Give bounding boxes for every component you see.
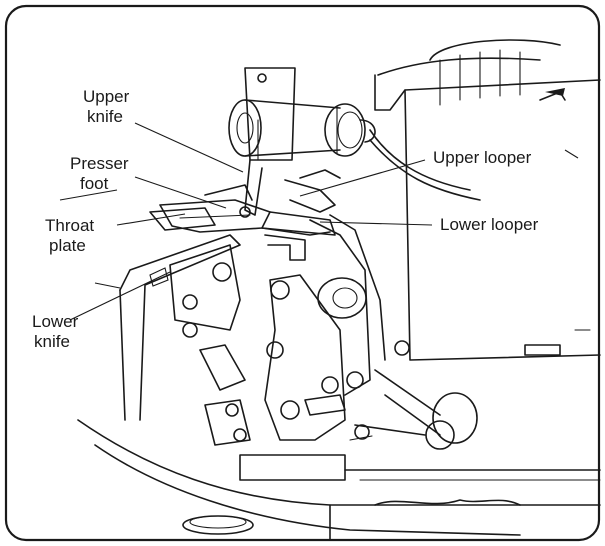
tick-upper-looper	[564, 149, 579, 159]
label-presser-foot-line2: foot	[80, 174, 109, 193]
label-upper-knife-line1: Upper	[83, 87, 130, 106]
machine-base	[77, 419, 601, 541]
label-upper-knife-line2: knife	[87, 107, 123, 126]
leader-lower-knife	[69, 271, 171, 321]
label-lower-knife: Lower knife	[32, 312, 78, 352]
label-throat-plate-line1: Throat	[45, 216, 95, 235]
looper-shaft-cylinder	[228, 99, 376, 157]
presser-foot-throat-plate	[149, 169, 341, 236]
label-lower-knife-line2: knife	[34, 332, 70, 351]
label-lower-knife-line1: Lower	[32, 312, 79, 331]
upper-knife-assembly	[244, 67, 296, 216]
diagram-frame	[4, 4, 601, 542]
leader-presser-foot	[134, 176, 227, 209]
leader-lines	[59, 122, 579, 321]
machine-body-right	[369, 39, 601, 361]
leader-throat-plate	[116, 213, 186, 226]
leader-lower-looper	[319, 221, 433, 226]
tick-presser-foot	[59, 189, 118, 201]
label-presser-foot: Presser foot	[70, 154, 129, 194]
label-upper-knife: Upper knife	[83, 87, 129, 127]
lower-knife-housing	[119, 234, 251, 446]
label-upper-looper: Upper looper	[433, 148, 532, 167]
label-lower-looper: Lower looper	[440, 215, 539, 234]
leader-upper-looper	[299, 159, 426, 197]
leader-upper-knife	[134, 122, 244, 173]
tick-lower-knife	[94, 282, 121, 289]
label-throat-plate: Throat plate	[45, 216, 94, 256]
lower-looper-linkage	[264, 214, 521, 506]
label-presser-foot-line1: Presser	[70, 154, 129, 173]
label-throat-plate-line2: plate	[49, 236, 86, 255]
